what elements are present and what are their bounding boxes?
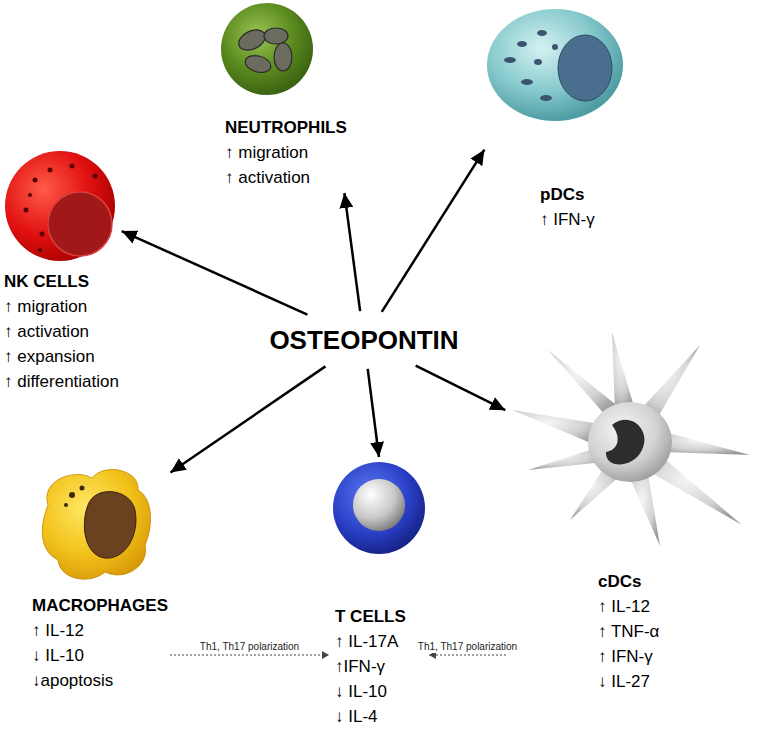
effect-item: ↑ migration <box>225 140 347 165</box>
granule <box>48 168 53 173</box>
effect-item: ↓ IL-27 <box>598 669 753 694</box>
dendrite <box>548 350 620 416</box>
granule <box>504 57 516 63</box>
nucleus <box>606 420 645 465</box>
arrow-connector <box>122 231 308 315</box>
effect-item: ↓ IL-4 <box>335 704 427 729</box>
macrophage-node: MACROPHAGES↑ IL-12↓ IL-10↓apoptosis <box>30 467 168 693</box>
arrow-connector <box>170 366 325 472</box>
neutrophil-node: NEUTROPHILS↑ migration↑ activation <box>220 2 347 190</box>
cell-space <box>331 460 427 556</box>
granule <box>93 174 98 179</box>
cell-body <box>487 9 623 121</box>
granule <box>521 79 533 85</box>
t-cell <box>333 462 425 554</box>
connector-label: Th1, Th17 polarization <box>198 641 301 653</box>
arrow-connector <box>368 369 379 457</box>
effect-item: ↑ IL-12 <box>598 594 753 619</box>
effect-item: ↑ IL-17A <box>335 629 427 654</box>
effect-item: ↓apoptosis <box>32 668 168 693</box>
central-title: OSTEOPONTIN <box>269 325 458 355</box>
granule <box>80 486 85 491</box>
effect-item: ↑ activation <box>4 319 119 344</box>
nucleus-lobe <box>243 53 272 75</box>
pdc-cell <box>487 9 623 121</box>
osteopontin-box: OSTEOPONTIN <box>257 317 470 363</box>
effect-item: ↑ IL-12 <box>32 618 168 643</box>
effect-item: ↑ differentiation <box>4 369 119 394</box>
cell-heading: pDCs <box>540 182 626 207</box>
effect-item: ↑ TNF-α <box>598 619 753 644</box>
cell-space <box>30 467 154 583</box>
cell-space <box>486 8 626 124</box>
effect-item: ↓ IL-10 <box>32 643 168 668</box>
nucleus <box>84 492 136 559</box>
macrophage-cell <box>42 469 150 579</box>
cell-heading: NK CELLS <box>4 269 119 294</box>
granule <box>552 44 558 50</box>
granule <box>40 232 45 237</box>
cell-space <box>2 149 118 264</box>
cell-space <box>220 2 314 96</box>
effect-item: ↑ migration <box>4 294 119 319</box>
cell-heading: cDCs <box>598 569 753 594</box>
granule <box>38 248 42 252</box>
pdc-node: pDCs↑ IFN-γ <box>486 8 626 232</box>
cell-space <box>508 328 753 550</box>
effect-item: ↑ activation <box>225 165 347 190</box>
t-cell-node: T CELLS↑ IL-17A↑IFN-γ↓ IL-10↓ IL-4 <box>331 460 427 729</box>
arrow-connector <box>416 366 506 411</box>
granule <box>517 41 527 47</box>
effect-item: ↑IFN-γ <box>335 654 427 679</box>
cell-body <box>5 151 115 261</box>
neutrophil-cell <box>221 3 313 95</box>
arrow-connector <box>382 150 485 312</box>
cell-body <box>221 3 313 95</box>
effect-item: ↑ IFN-γ <box>598 644 753 669</box>
dashed-connector <box>429 655 506 656</box>
nucleus-lobe <box>264 28 288 44</box>
nucleus <box>353 479 405 531</box>
granule <box>534 59 542 65</box>
granule <box>540 95 552 101</box>
cell-heading: NEUTROPHILS <box>225 115 347 140</box>
connectors <box>122 150 506 655</box>
cdc-cell <box>512 332 750 546</box>
nucleus-lobe <box>274 43 292 71</box>
cdc-node: cDCs↑ IL-12↑ TNF-α↑ IFN-γ↓ IL-27 <box>508 328 753 694</box>
dendrite <box>665 432 750 455</box>
effect-item: ↑ expansion <box>4 344 119 369</box>
arrow-connector <box>344 193 360 311</box>
nk-cell-node: NK CELLS↑ migration↑ activation↑ expansi… <box>2 149 119 394</box>
cell-heading: MACROPHAGES <box>32 593 168 618</box>
granule <box>64 503 68 507</box>
cell-heading: T CELLS <box>335 604 427 629</box>
granule <box>28 193 32 197</box>
nucleus-lobe <box>236 26 269 54</box>
granule <box>537 30 547 36</box>
dendrite <box>630 474 660 546</box>
nk-cell <box>5 151 115 261</box>
dendrite <box>612 332 635 410</box>
dashed-connector <box>170 655 329 656</box>
nucleus <box>48 192 112 256</box>
granule <box>24 208 29 213</box>
connector-label: Th1, Th17 polarization <box>416 641 519 653</box>
dendrite <box>512 410 600 446</box>
granule <box>33 178 38 183</box>
effect-item: ↑ IFN-γ <box>540 207 626 232</box>
granule <box>70 164 75 169</box>
cell-body <box>333 462 425 554</box>
cell-body <box>588 402 672 482</box>
cell-body <box>42 469 150 579</box>
granule <box>69 492 75 498</box>
nucleus <box>558 35 612 101</box>
effect-item: ↓ IL-10 <box>335 679 427 704</box>
